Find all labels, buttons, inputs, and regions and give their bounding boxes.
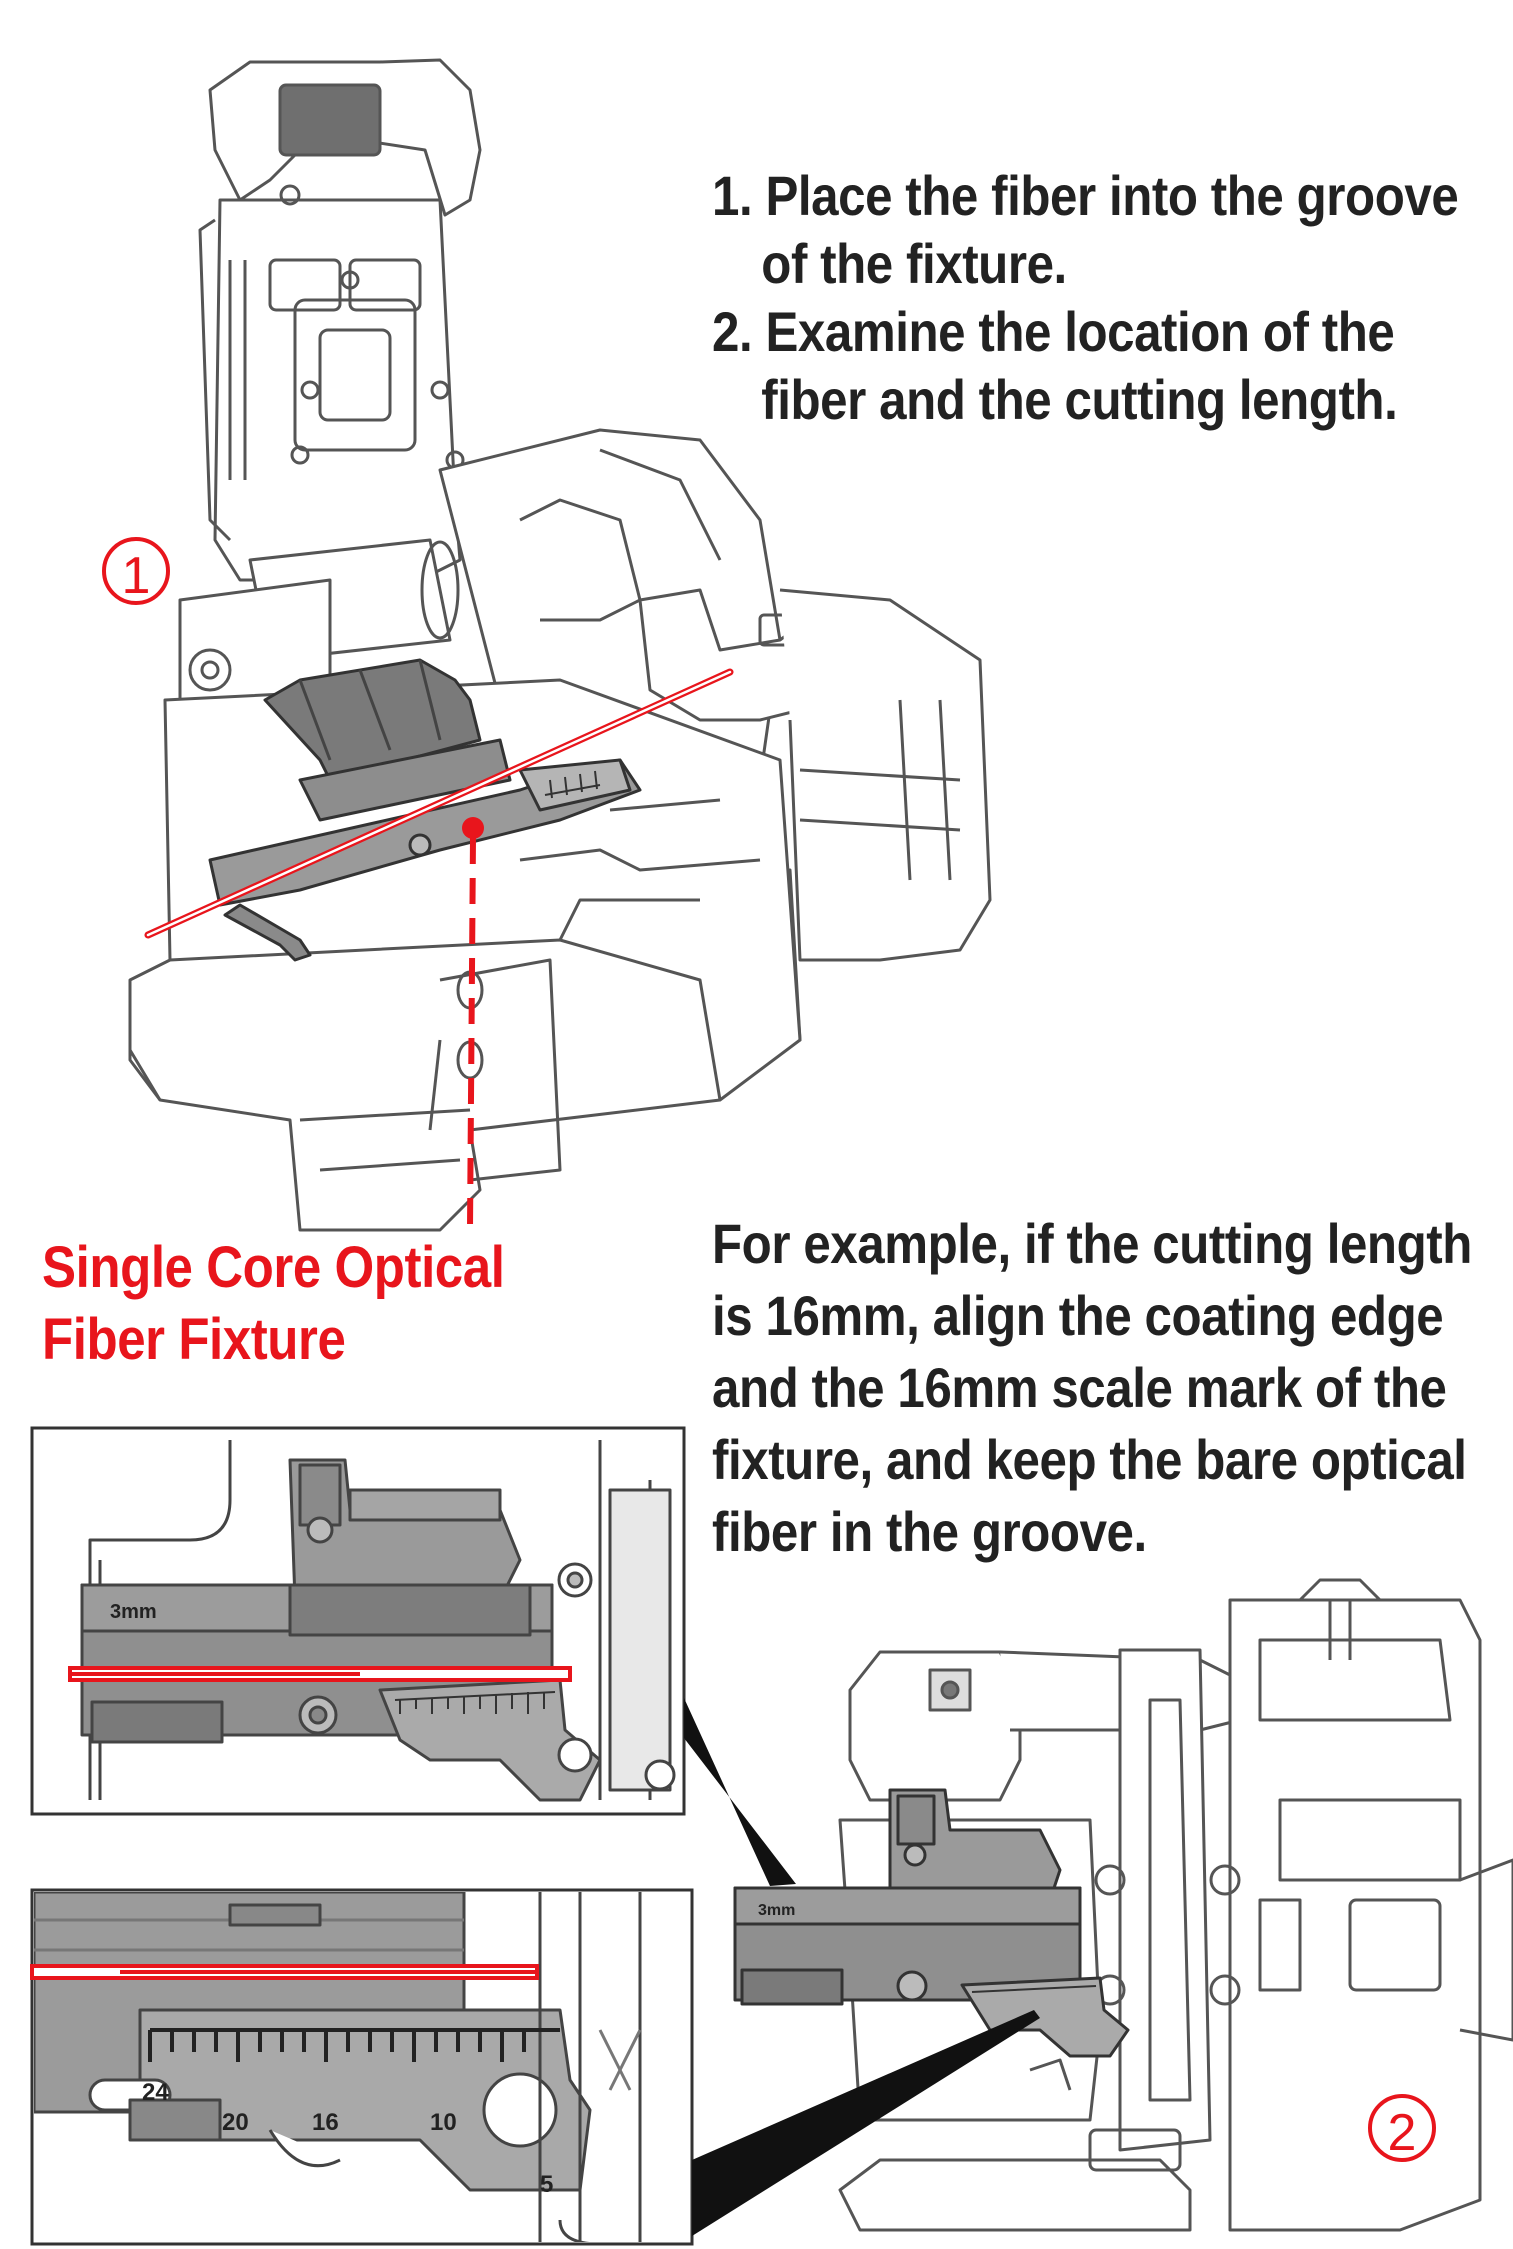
example-line-1: For example, if the cutting length bbox=[712, 1212, 1472, 1275]
measurement-scale bbox=[148, 2028, 560, 2062]
fixture-callout-leader bbox=[467, 837, 476, 1229]
scale-mark-24: 24 bbox=[142, 2079, 169, 2106]
fixture-callout-dot bbox=[462, 817, 484, 839]
step-2-line-2: fiber and the cutting length. bbox=[761, 368, 1398, 431]
svg-text:1: 1 bbox=[122, 547, 151, 605]
scale-mark-10: 10 bbox=[430, 2109, 457, 2136]
svg-text:2: 2 bbox=[1388, 2104, 1417, 2162]
single-core-fixture-top bbox=[208, 658, 642, 962]
zoom-pointer-2 bbox=[692, 2010, 1040, 2236]
step-1-line-2: of the fixture. bbox=[761, 232, 1067, 295]
zoom-inset-fixture: 3mm bbox=[30, 1426, 686, 1816]
fixture-label: Single Core Optical Fiber Fixture bbox=[42, 1232, 658, 1376]
step-2-line-1: 2. Examine the location of the bbox=[712, 300, 1395, 363]
fixture-label-line-1: Single Core Optical bbox=[42, 1235, 505, 1300]
step-1-line-1: 1. Place the fiber into the groove bbox=[712, 164, 1459, 227]
instruction-steps: 1. Place the fiber into the groove of th… bbox=[712, 162, 1513, 434]
example-line-3: and the 16mm scale mark of the bbox=[712, 1356, 1447, 1419]
example-note: For example, if the cutting length is 16… bbox=[712, 1208, 1513, 1568]
scale-mark-5: 5 bbox=[540, 2171, 553, 2198]
plan-fixture-label: 3mm bbox=[758, 1902, 795, 1919]
scale-mark-20: 20 bbox=[222, 2109, 249, 2136]
fixture-plate-label: 3mm bbox=[110, 1601, 157, 1623]
example-line-4: fixture, and keep the bare optical bbox=[712, 1428, 1467, 1491]
zoom-inset-scale: 24 20 16 10 5 bbox=[30, 1888, 694, 2246]
fixture-label-line-2: Fiber Fixture bbox=[42, 1307, 346, 1372]
zoom-pointer-1 bbox=[684, 1698, 796, 1886]
cleaver-top-illustration bbox=[128, 58, 992, 1232]
scale-mark-16: 16 bbox=[312, 2109, 339, 2136]
step-marker-1: 1 bbox=[102, 537, 170, 605]
example-line-2: is 16mm, align the coating edge bbox=[712, 1284, 1444, 1347]
example-line-5: fiber in the groove. bbox=[712, 1500, 1147, 1563]
single-core-fixture-plan bbox=[733, 1788, 1130, 2058]
step-marker-2: 2 bbox=[1368, 2094, 1436, 2162]
